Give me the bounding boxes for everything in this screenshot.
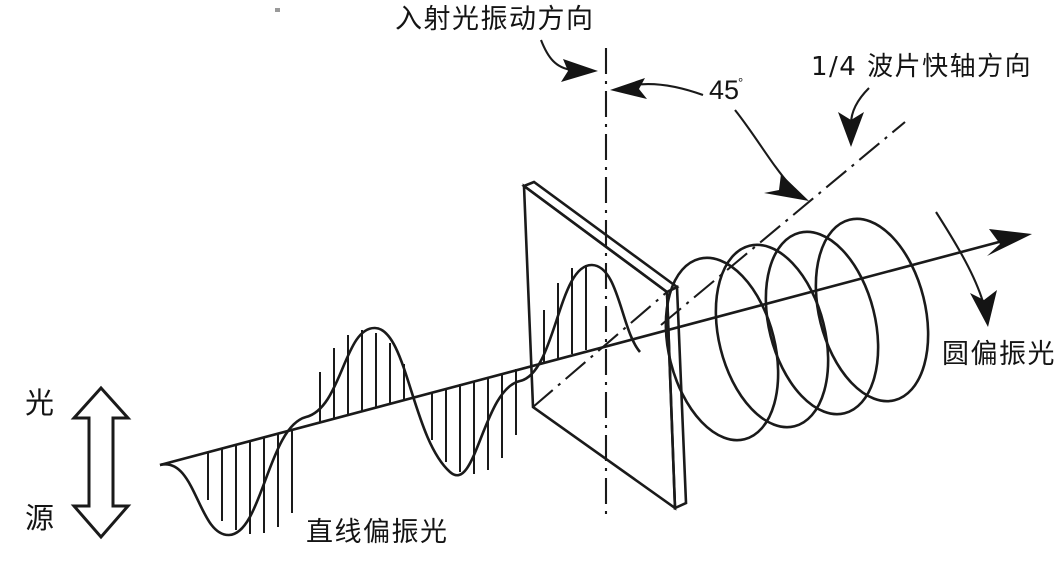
double-headed-vertical-arrow-icon <box>70 385 132 540</box>
quarter-wave-plate-group <box>521 180 688 511</box>
linear-wave-outline <box>159 263 642 537</box>
curved-arrow-down-icon <box>838 112 864 147</box>
curved-arrow-left-icon <box>610 78 647 99</box>
curved-arrow-down-right-icon <box>764 174 809 201</box>
fast-axis-annotation: 1/4 波片快轴方向 <box>734 52 1032 201</box>
circular-polarized-light-label: 圆偏振光 <box>942 339 1056 370</box>
beam-arrow-icon <box>987 229 1032 256</box>
incident-vibration-annotation: 入射光振动方向 <box>395 4 598 82</box>
scan-speck <box>275 8 280 12</box>
angle-degree-symbol: ° <box>738 75 743 90</box>
output-pointer-curve <box>935 211 985 303</box>
fast-axis-label: 1/4 波片快轴方向 <box>811 52 1032 82</box>
angle-pointer-curve <box>633 82 704 96</box>
fast-axis-dash-dot-line <box>660 121 906 326</box>
linear-polarized-light-label: 直线偏振光 <box>306 517 449 548</box>
optical-axis-group <box>159 229 1032 467</box>
circular-helix-group <box>664 217 930 442</box>
plate-side-edge <box>665 284 688 510</box>
plate-diagonal-dash-dot <box>532 291 668 408</box>
helix-loop-2 <box>714 243 830 429</box>
light-source-char-2: 源 <box>25 501 54 535</box>
linear-wave-group <box>159 263 642 537</box>
wave-hatching <box>207 265 587 534</box>
light-source-group: 光 源 <box>25 385 132 540</box>
fast-axis-pointer-curve-a <box>734 109 791 186</box>
angle-annotation: 45 ° <box>610 75 743 105</box>
fast-axis-group <box>660 121 906 326</box>
curved-arrow-down-output-icon <box>970 290 997 327</box>
helix-loop-4 <box>814 217 930 403</box>
plate-top-edge <box>521 180 680 294</box>
linear-light-annotation: 直线偏振光 <box>306 517 449 548</box>
curved-arrow-right-icon <box>561 59 598 82</box>
helix-loop-3 <box>764 230 880 416</box>
angle-value-label: 45 <box>709 75 739 105</box>
helix-loop-1 <box>664 256 780 442</box>
propagation-axis-line <box>159 236 1015 467</box>
incident-vibration-label: 入射光振动方向 <box>395 4 595 35</box>
circular-light-annotation: 圆偏振光 <box>935 211 1056 370</box>
light-source-char-1: 光 <box>25 386 54 420</box>
